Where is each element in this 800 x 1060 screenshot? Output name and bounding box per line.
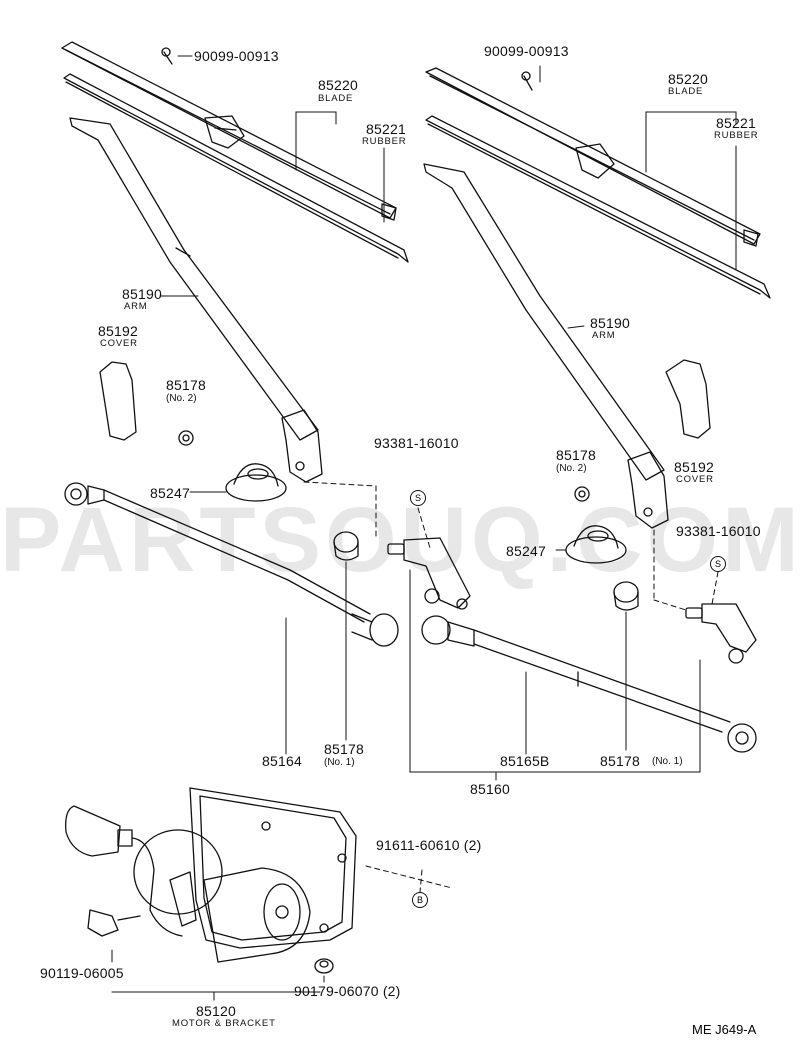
rubber-right-drawing [425,115,771,299]
bushing-no1-right-number: 85178 [600,753,640,769]
blade-left-name: BLADE [318,93,354,104]
motor-number: 85120 [196,1003,236,1019]
bolt-left-label: 90099-00913 [194,48,279,64]
nut-no2-left-qualifier: (No. 2) [166,393,197,404]
arm-right-drawing [423,163,669,529]
symbol-s-right: S [710,556,726,572]
cover-right-name: COVER [676,474,714,485]
cap-left-label: 85247 [150,485,190,501]
blade-right-number: 85220 [668,71,708,87]
motor-name: MOTOR & BRACKET [172,1018,276,1029]
cover-left-name: COVER [100,338,138,349]
arm-right-name: ARM [592,330,616,341]
rubber-left-drawing [63,73,409,263]
arm-left-number: 85190 [122,286,162,302]
nut-no2-left-drawing [178,430,194,446]
rubber-left-number: 85221 [366,121,406,137]
blade-left-number: 85220 [318,77,358,93]
rubber-right-number: 85221 [716,115,756,131]
cap-right-label: 85247 [506,543,546,559]
symbol-b: B [412,892,428,908]
bushing-no1-left-qualifier: (No. 1) [324,757,355,768]
blade-right-name: BLADE [668,86,704,97]
nut-no2-right-drawing [574,486,590,502]
bolt-91611-label: 91611-60610 (2) [376,837,482,853]
symbol-s-left: S [410,490,426,506]
rubber-left-name: RUBBER [362,136,407,147]
motor-bracket-drawing [65,787,357,963]
nut-90179-drawing [314,958,334,974]
bushing-right-drawing [613,581,639,611]
blade-left-drawing [61,41,397,221]
link-assy-label: 85160 [470,781,510,797]
link-85165b-label: 85165B [500,753,550,769]
bolt-right-drawing [521,71,533,91]
cap-left-drawing [225,463,287,502]
arm-left-name: ARM [124,301,148,312]
nut-no2-left-number: 85178 [166,377,206,393]
arm-right-number: 85190 [590,315,630,331]
arm-left-drawing [69,117,323,483]
cover-right-number: 85192 [674,459,714,475]
cap-right-drawing [565,525,627,564]
bushing-left-drawing [333,531,359,561]
watermark: PARTSOUQ.COM [0,489,800,591]
nut-no2-right-qualifier: (No. 2) [556,463,587,474]
bushing-no1-right-qualifier: (No. 1) [652,756,683,767]
pivot-left-drawing [387,537,471,610]
link-85164-drawing [64,482,399,647]
bushing-no1-left-number: 85178 [324,741,364,757]
cover-left-number: 85192 [98,323,138,339]
rubber-right-name: RUBBER [714,130,759,141]
diagram-code: ME J649-A [692,1022,757,1037]
bolt-left-drawing [161,47,173,65]
cover-left-drawing [99,361,137,441]
nut-no2-right-number: 85178 [556,447,596,463]
nut-90179-label: 90179-06070 (2) [294,983,401,999]
cover-right-drawing [665,359,711,439]
bolt-right-label: 90099-00913 [484,43,569,59]
pivot-right-drawing [685,603,757,664]
link-85165b-drawing [421,615,757,753]
link-85164-label: 85164 [262,753,302,769]
bolt-90119-label: 90119-06005 [40,965,124,981]
pivot-left-label: 93381-16010 [374,435,459,451]
pivot-right-label: 93381-16010 [676,523,761,539]
blade-right-drawing [425,67,761,247]
